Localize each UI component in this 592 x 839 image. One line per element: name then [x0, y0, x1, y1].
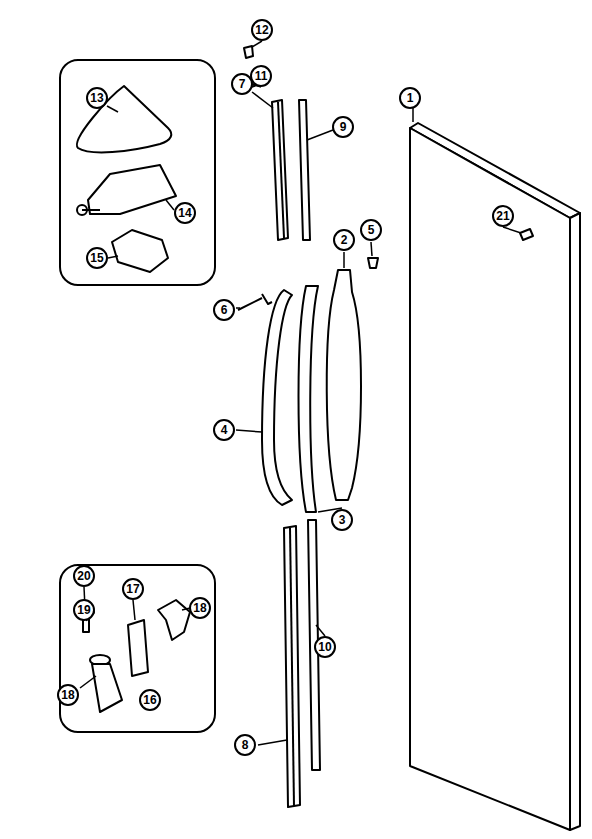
door-side [570, 213, 580, 830]
callout-number: 2 [333, 229, 355, 251]
callout-number: 11 [250, 65, 272, 87]
trim-strip [299, 100, 310, 240]
handle-insert [299, 286, 319, 512]
leader-lines [80, 41, 521, 745]
callout-number: 5 [360, 219, 382, 241]
callout-number: 3 [331, 509, 353, 531]
callout-number: 14 [174, 202, 196, 224]
callout-number: 13 [86, 87, 108, 109]
callout-number: 19 [73, 599, 95, 621]
callout-number: 4 [213, 419, 235, 441]
callout-number: 1 [399, 87, 421, 109]
callout-number: 20 [73, 565, 95, 587]
callout-number: 8 [234, 734, 256, 756]
clip [368, 258, 378, 268]
hinge-bracket [92, 664, 122, 712]
callout-number: 9 [332, 116, 354, 138]
callout-number: 10 [314, 636, 336, 658]
door-face [410, 128, 570, 830]
handle [327, 270, 361, 500]
callout-number: 6 [213, 299, 235, 321]
callout-number: 16 [139, 689, 161, 711]
handle-trim [262, 290, 292, 505]
callout-number: 18 [189, 597, 211, 619]
rail-edge [278, 102, 284, 238]
trim-rail [284, 526, 300, 807]
hinge-cover [77, 86, 171, 152]
screw [244, 46, 253, 58]
bracket [158, 600, 190, 640]
hinge-plate [112, 230, 168, 272]
rail-edge [290, 528, 294, 806]
callout-number: 15 [86, 247, 108, 269]
inset-frame [60, 60, 215, 285]
shim [128, 620, 148, 676]
callout-number: 17 [122, 578, 144, 600]
screw [520, 229, 533, 240]
hinge-arm [82, 209, 100, 211]
callout-number: 21 [492, 205, 514, 227]
screw [238, 294, 272, 310]
inset-frame [60, 565, 215, 732]
hinge-plate [88, 165, 176, 214]
callout-number: 12 [251, 19, 273, 41]
trim-rail [272, 100, 288, 240]
callout-number: 18 [57, 684, 79, 706]
